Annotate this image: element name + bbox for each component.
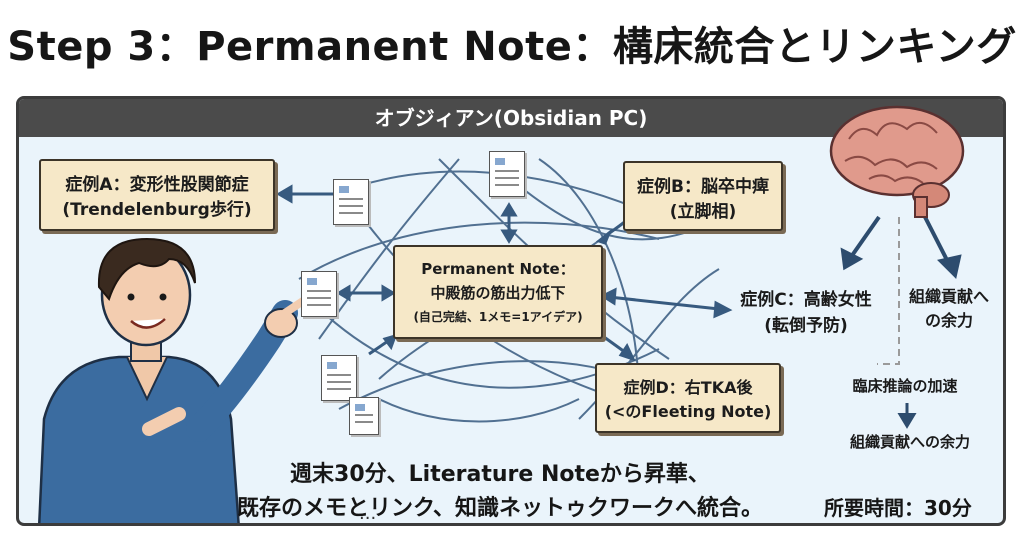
page-title: Step 3：Permanent Note：構床統合とリンキング bbox=[7, 24, 1017, 70]
arrow-head bbox=[276, 184, 293, 204]
note-doc-icon[interactable] bbox=[321, 355, 357, 401]
network-line bbox=[298, 221, 660, 280]
clinical-reasoning-label: 臨床推論の加速 bbox=[852, 377, 958, 395]
case-d-title: 症例D：右TKA後 bbox=[623, 378, 753, 397]
permanent-note[interactable]: Permanent Note： 中殿筋の筋出力低下 (自己完結、1メモ=1アイデ… bbox=[393, 245, 603, 339]
permanent-note-rule: (自己完結、1メモ=1アイデア) bbox=[413, 310, 583, 324]
note-doc-icon[interactable] bbox=[489, 151, 525, 197]
link-network bbox=[38, 105, 965, 523]
case-d-subtitle: (<のFleeting Note) bbox=[604, 402, 772, 421]
case-a-subtitle: (Trendelenburg歩行) bbox=[62, 200, 252, 220]
summary-line-1: 週末30分、Literature Noteから昇華、 bbox=[290, 462, 710, 487]
case-b-subtitle: (立脚相) bbox=[669, 202, 737, 222]
more-notes-ellipsis: ... bbox=[359, 503, 377, 524]
brain-arrow-right bbox=[923, 216, 951, 265]
brain-icon bbox=[829, 105, 965, 218]
case-a-note[interactable]: 症例A：変形性股関節症 (Trendelenburg歩行) bbox=[39, 159, 275, 231]
note-doc-icon[interactable] bbox=[301, 271, 337, 317]
brain-arrow-left bbox=[849, 215, 881, 259]
case-d-note[interactable]: 症例D：右TKA後 (<のFleeting Note) bbox=[595, 363, 781, 433]
org-contribution-label: 組織貢献への余力 bbox=[909, 287, 990, 330]
case-c-title: 症例C：高齢女性 bbox=[740, 290, 872, 310]
arrow-to-case-c bbox=[608, 295, 720, 311]
summary-line-2: 既存のメモとリンク、知識ネットゥクワークへ統合。 bbox=[236, 496, 764, 521]
network-line bbox=[538, 158, 640, 400]
case-a-title: 症例A：変形性股関節症 bbox=[65, 175, 249, 195]
summary-text: 週末30分、Literature Noteから昇華、 既存のメモとリンク、知識ネ… bbox=[200, 458, 800, 526]
network-line bbox=[378, 398, 580, 423]
note-doc-icon[interactable] bbox=[349, 397, 379, 435]
dashed-connector bbox=[877, 217, 900, 365]
window-titlebar: オブジィアン(Obsidian PC) bbox=[19, 99, 1003, 137]
permanent-note-topic: 中殿筋の筋出力低下 bbox=[430, 284, 566, 302]
case-c-subtitle: (転倒予防) bbox=[764, 316, 848, 336]
case-b-title: 症例B：脳卒中痺 bbox=[637, 177, 769, 197]
person-illustration bbox=[38, 237, 313, 523]
permanent-note-title: Permanent Note： bbox=[421, 260, 575, 278]
obsidian-window: オブジィアン(Obsidian PC) bbox=[16, 96, 1006, 526]
org-contribution-bottom-label: 組織貢献への余力 bbox=[849, 433, 970, 451]
case-c-label[interactable]: 症例C：高齢女性 (転倒予防) bbox=[731, 287, 881, 339]
note-doc-icon[interactable] bbox=[333, 179, 369, 225]
time-required: 所要時間：30分 bbox=[824, 496, 972, 520]
case-b-note[interactable]: 症例B：脳卒中痺 (立脚相) bbox=[623, 161, 783, 231]
